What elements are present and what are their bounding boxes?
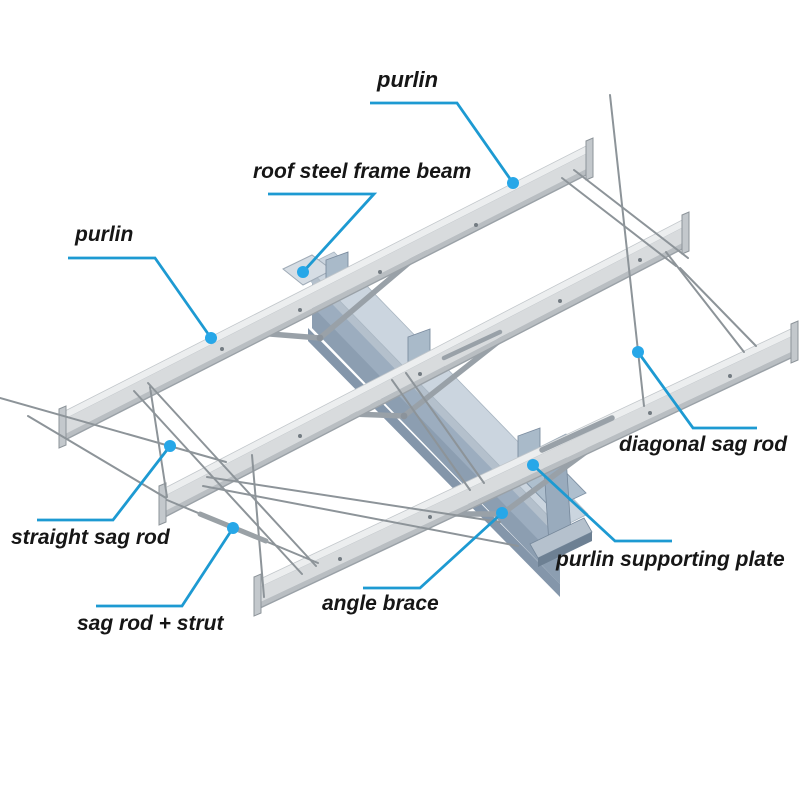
purlin-3-web xyxy=(258,335,795,603)
leader-dot xyxy=(507,177,519,189)
label-purlin-top: purlin xyxy=(377,67,439,92)
brace-gusset-1 xyxy=(316,334,324,342)
brace-gusset-2 xyxy=(400,412,408,420)
label-diagonal-sag-rod: diagonal sag rod xyxy=(619,433,788,456)
leader-dot xyxy=(164,440,176,452)
purlin-2-lip xyxy=(163,241,686,518)
purlin-1-end-cap-right xyxy=(585,137,594,181)
straight-sag-rod-6 xyxy=(573,169,689,259)
bolt xyxy=(338,557,342,561)
beam-end-bottom-shadow xyxy=(538,532,592,567)
purlin-3-end-cap-left xyxy=(253,573,262,617)
leader-dot xyxy=(297,266,309,278)
long-sag-rod-2 xyxy=(206,476,501,523)
label-purlin-left: purlin xyxy=(75,223,134,246)
straight-sag-rod-8 xyxy=(665,251,745,353)
angle-brace-1-left xyxy=(267,331,323,341)
angle-brace-2-front xyxy=(441,329,503,361)
leader-sag-rod-strut xyxy=(96,527,235,608)
leader-diagonal-sag-rod xyxy=(636,351,757,430)
label-roof-steel-frame-beam: roof steel frame beam xyxy=(253,160,472,183)
bolt xyxy=(474,223,478,227)
purlin-3-end-cap-right xyxy=(790,320,799,364)
label-sag-rod-strut: sag rod + strut xyxy=(77,612,224,635)
bolt xyxy=(728,374,732,378)
straight-sag-rod-1 xyxy=(147,382,225,467)
straight-sag-rod-10 xyxy=(405,372,485,484)
long-sag-rod-1 xyxy=(202,485,519,547)
straight-sag-rod-9 xyxy=(391,379,471,491)
label-straight-sag-rod: straight sag rod xyxy=(11,526,170,549)
bolt xyxy=(298,308,302,312)
leader-angle-brace xyxy=(363,511,503,590)
label-purlin-supporting-plate: purlin supporting plate xyxy=(556,548,785,571)
bolt xyxy=(378,270,382,274)
leader-dot xyxy=(227,522,239,534)
straight-sag-rod-2 xyxy=(133,390,211,475)
purlin-2-end-cap-left xyxy=(158,482,167,526)
bolt xyxy=(558,299,562,303)
leader-purlin-supporting-plate xyxy=(532,463,672,543)
straight-sag-rod-5 xyxy=(561,177,677,267)
purlin-1-lip xyxy=(63,167,590,441)
leader-straight-sag-rod xyxy=(37,445,172,522)
purlin-1-web xyxy=(63,152,590,435)
purlin-1-top xyxy=(58,137,594,449)
leader-dot xyxy=(496,507,508,519)
straight-sag-rod-7 xyxy=(679,267,757,347)
leader-purlin-top xyxy=(370,101,515,184)
purlin-3-lip xyxy=(258,350,795,609)
purlin-1-end-cap-left xyxy=(58,405,67,449)
bolt xyxy=(298,434,302,438)
front-angle-braces xyxy=(441,329,615,453)
purlin-2-web xyxy=(163,226,686,512)
bolt xyxy=(220,347,224,351)
diagonal-sag-rod-left-3 xyxy=(149,386,168,498)
bolt xyxy=(428,515,432,519)
purlin-2-middle xyxy=(158,211,690,526)
diagonal-sag-rod-left-2 xyxy=(27,415,167,499)
leader-roof-steel-frame-beam xyxy=(268,192,378,273)
angle-brace-3-front xyxy=(539,415,615,453)
callout-leaders xyxy=(37,101,757,608)
label-angle-brace: angle brace xyxy=(322,592,439,615)
bolt xyxy=(648,411,652,415)
leader-dot xyxy=(527,459,539,471)
diagonal-sag-rod-left-4 xyxy=(251,454,265,598)
purlin-2-end-cap-right xyxy=(681,211,690,255)
leader-dot xyxy=(632,346,644,358)
bolt xyxy=(638,258,642,262)
bolt xyxy=(418,372,422,376)
leader-dot xyxy=(205,332,217,344)
leader-purlin-left xyxy=(68,256,213,339)
